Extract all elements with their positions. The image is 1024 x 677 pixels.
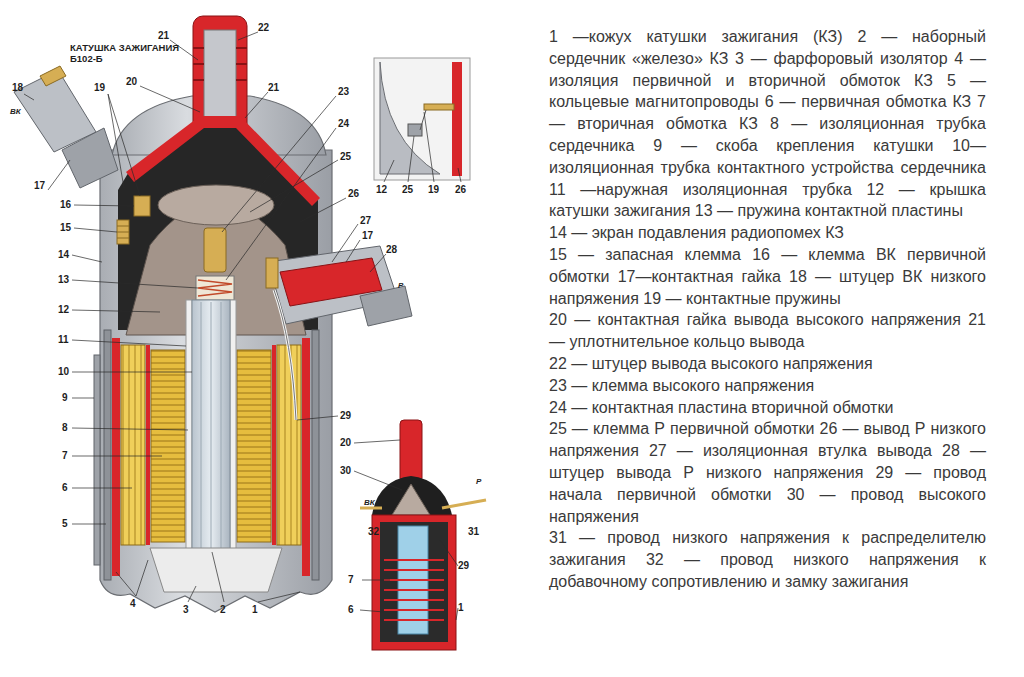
terminal-mark: ВК: [10, 106, 21, 117]
callout-number: 3: [183, 604, 189, 615]
callout-number: 17: [362, 230, 373, 241]
callout-number: 23: [338, 86, 349, 97]
part-description: 14 — экран подавления радиопомех КЗ: [549, 224, 844, 241]
diagram-title: КАТУШКА ЗАЖИГАНИЯ Б102-Б: [70, 42, 182, 64]
callout-number: 11: [58, 334, 69, 345]
callout-number: 6: [348, 604, 354, 615]
callout-number: 25: [402, 184, 413, 195]
callout-number: 15: [60, 222, 71, 233]
part-description: 17—контактная гайка: [618, 268, 781, 285]
callout-number: 19: [94, 82, 105, 93]
part-description: 1 —кожух катушки зажигания (КЗ): [549, 28, 843, 45]
callout-number: 14: [58, 249, 69, 260]
part-description: 3 — фарфоровый изолятор: [735, 50, 948, 67]
callout-number: 28: [386, 244, 397, 255]
part-description: 22 — штуцер вывода высокого напряжения: [549, 355, 873, 372]
callout-number: 1: [458, 602, 464, 613]
callout-number: 31: [468, 526, 479, 537]
callout-number: 21: [158, 30, 169, 41]
callout-number: 16: [60, 199, 71, 210]
callout-number: 30: [340, 465, 351, 476]
part-description: 19 — контактные пружины: [643, 290, 840, 307]
callout-number: 12: [58, 304, 69, 315]
callout-number: 26: [348, 188, 359, 199]
part-description: 15 — запасная клемма: [549, 246, 741, 263]
callout-number: 22: [258, 22, 269, 33]
part-description: 11 —наружная изоляционная трубка: [549, 181, 852, 198]
part-description: 6 — первичная обмотка КЗ: [765, 93, 972, 110]
callout-number: 20: [126, 76, 137, 87]
part-description: 27 — изоляционная втулка вывода: [649, 442, 932, 459]
callout-number: 13: [58, 274, 69, 285]
terminal-mark: Р: [476, 476, 481, 487]
callout-number: 26: [455, 184, 466, 195]
callout-number: 2: [220, 604, 226, 615]
callout-number: 24: [338, 118, 349, 129]
callout-number: 32: [368, 526, 379, 537]
callout-number: 5: [62, 518, 68, 529]
part-description: 24 — контактная пластина вторичной обмот…: [549, 399, 893, 416]
callout-number: 12: [376, 184, 387, 195]
callout-number: 27: [360, 215, 371, 226]
parts-description: 1 —кожух катушки зажигания (КЗ) 2 — набо…: [549, 26, 986, 593]
callout-number: 10: [58, 366, 69, 377]
part-description: 20 — контактная гайка вывода высокого на…: [549, 311, 961, 328]
callout-number: 7: [62, 450, 68, 461]
callout-number: 8: [62, 422, 68, 433]
callout-number: 29: [458, 560, 469, 571]
terminal-mark: Р: [398, 280, 403, 291]
callout-number: 20: [340, 437, 351, 448]
callout-number: 21: [268, 82, 279, 93]
callout-number: 7: [348, 574, 354, 585]
callout-number: 19: [428, 184, 439, 195]
callout-number: 6: [62, 482, 68, 493]
callout-number: 25: [340, 151, 351, 162]
part-description: 23 — клемма высокого напряжения: [549, 377, 814, 394]
part-description: 9 — скоба крепления катушки: [653, 137, 933, 154]
callout-number: 18: [12, 82, 23, 93]
callout-number: 17: [34, 180, 45, 191]
callout-number: 9: [62, 392, 68, 403]
callout-number: 1: [252, 604, 258, 615]
terminal-mark: ВК: [364, 497, 375, 508]
callout-number: 29: [340, 410, 351, 421]
part-description: 13 — пружина контактной пластины: [695, 202, 963, 219]
part-description: 25 — клемма Р первичной обмотки: [549, 420, 814, 437]
callout-number: 4: [130, 598, 136, 609]
